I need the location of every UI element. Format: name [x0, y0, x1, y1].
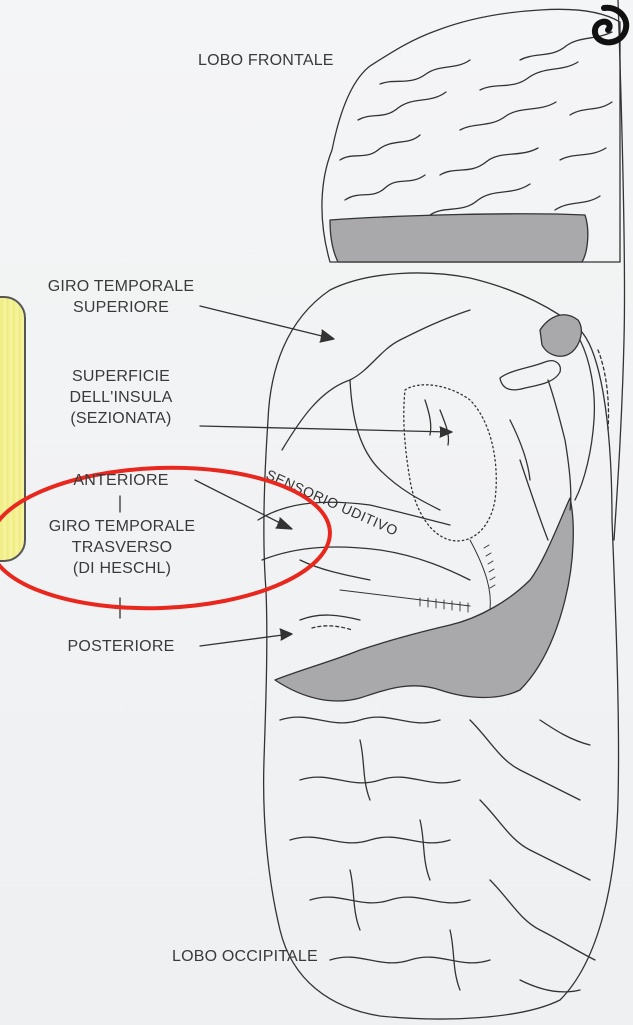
insula-line1: SUPERFICIE: [26, 366, 216, 387]
heschl-line1: GIRO TEMPORALE: [22, 516, 222, 537]
posterior-label: POSTERIORE: [26, 636, 216, 657]
anterior-label: ANTERIORE: [26, 470, 216, 491]
superior-temporal-line2: SUPERIORE: [26, 297, 216, 318]
occipital-lobe-label: LOBO OCCIPITALE: [172, 946, 318, 967]
frontal-lobe-label: LOBO FRONTALE: [198, 50, 334, 71]
arrow-insula: [200, 426, 450, 432]
insula-line3: (SEZIONATA): [26, 408, 216, 429]
frontal-cut-surface: [330, 214, 588, 262]
superior-temporal-label: GIRO TEMPORALE SUPERIORE: [26, 276, 216, 318]
swirl-logo-icon: [574, 0, 633, 48]
heschl-label: GIRO TEMPORALE TRASVERSO (DI HESCHL): [22, 516, 222, 579]
insula-line2: DELL'INSULA: [26, 387, 216, 408]
superior-temporal-line1: GIRO TEMPORALE: [26, 276, 216, 297]
insula-surface: [404, 385, 496, 541]
heschl-line3: (DI HESCHL): [22, 558, 222, 579]
arrow-superior: [200, 306, 330, 338]
insula-label: SUPERFICIE DELL'INSULA (SEZIONATA): [26, 366, 216, 429]
heschl-line2: TRASVERSO: [22, 537, 222, 558]
sylvian-cut: [275, 498, 573, 701]
